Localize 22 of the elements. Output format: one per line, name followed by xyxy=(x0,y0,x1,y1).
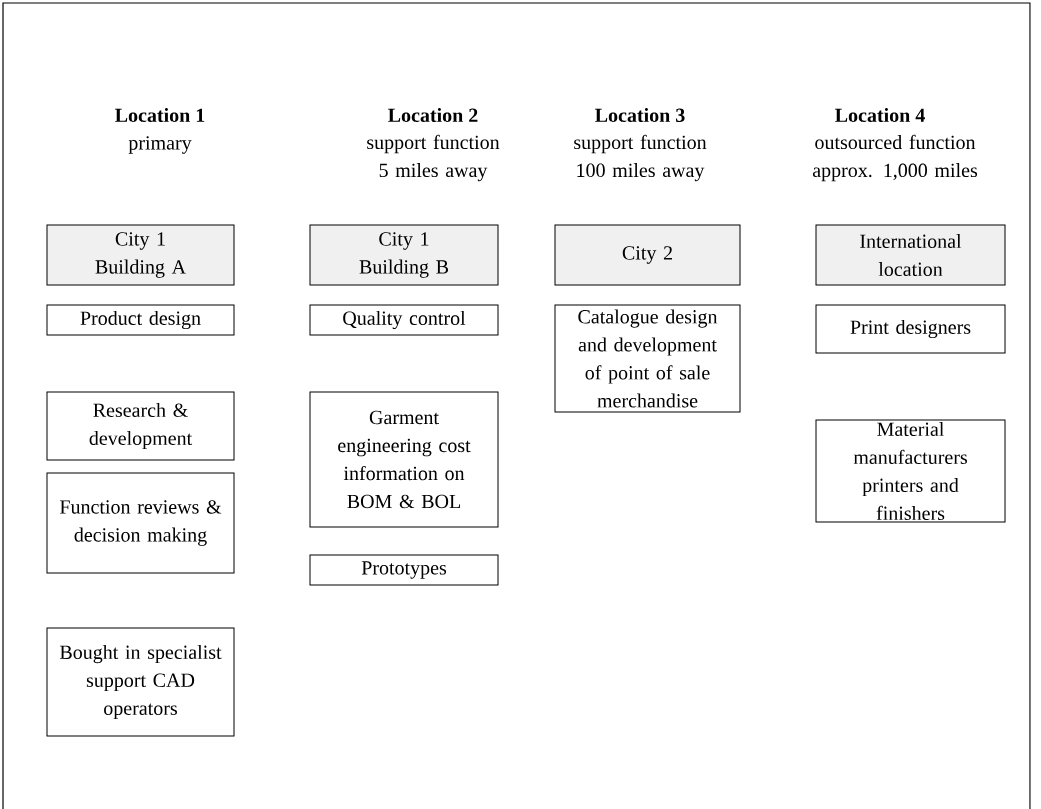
location-heading: Location 1 xyxy=(115,107,205,123)
location-heading: Location 2 xyxy=(388,107,478,123)
function-box: Research & development xyxy=(46,391,235,461)
function-box: Bought in specialist support CAD operators xyxy=(46,627,235,737)
location-heading: Location 4 xyxy=(835,107,925,123)
location-description: support function 5 miles away xyxy=(367,134,500,182)
function-box: Catalogue design and development of point of sale merchandise xyxy=(554,304,741,413)
location-heading: Location 3 xyxy=(595,107,685,123)
function-box: Print designers xyxy=(815,304,1006,354)
location-description: primary xyxy=(128,136,192,154)
location-description: support function 100 miles away xyxy=(574,134,707,182)
location-box: City 2 xyxy=(554,224,741,286)
location-box: City 1 Building A xyxy=(46,224,235,286)
function-box: Quality control xyxy=(309,304,499,336)
function-box: Function reviews & decision making xyxy=(46,472,235,574)
location-box: International location xyxy=(815,224,1006,286)
function-box: Garment engineering cost information on BOM & BOL xyxy=(309,391,499,528)
function-box: Prototypes xyxy=(309,554,499,586)
function-box: Material manufacturers printers and finishers xyxy=(815,419,1006,523)
location-box: City 1 Building B xyxy=(309,224,499,286)
location-description: outsourced function approx. 1,000 miles xyxy=(812,134,978,182)
function-box: Product design xyxy=(46,304,235,336)
